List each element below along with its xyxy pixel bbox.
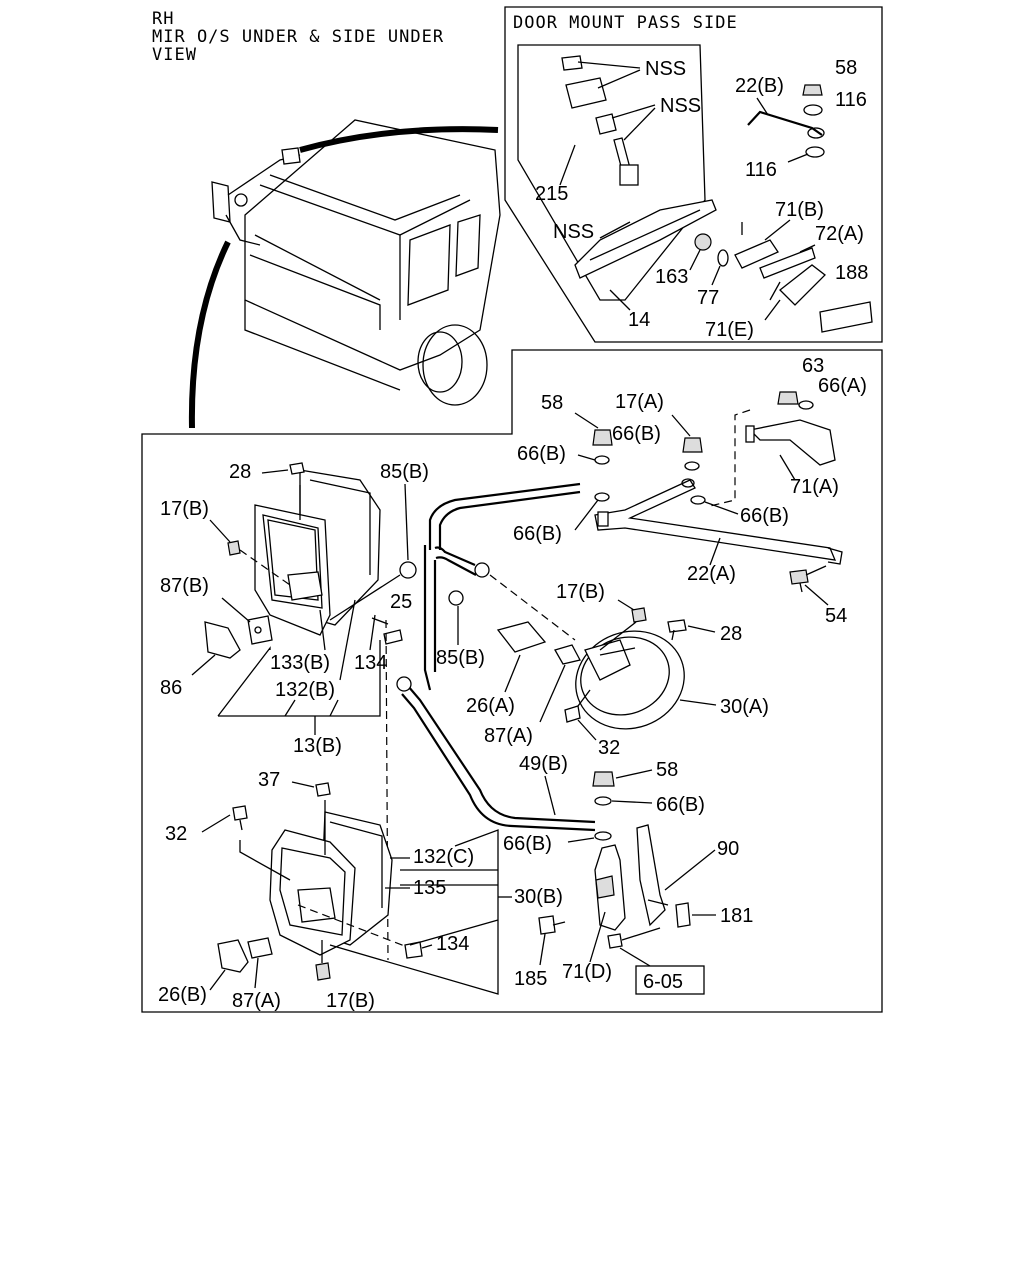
callout-nss-1: NSS [645,58,686,80]
round-mirror: 17(B) 28 30(A) 26(A) 87(A) 32 58 66(B) 6… [466,581,769,855]
callout-63: 63 [802,355,824,377]
callout-66b-3: 66(B) [513,523,562,545]
callout-nss-2: NSS [660,95,701,117]
callout-90: 90 [717,838,739,860]
callout-71d: 71(D) [562,961,612,983]
callout-135: 135 [413,877,446,899]
callout-58-c: 58 [656,759,678,781]
callout-133b: 133(B) [270,652,330,674]
callout-17b-b: 17(B) [556,581,605,603]
callout-14: 14 [628,309,650,331]
callout-28-a: 28 [229,461,251,483]
callout-86: 86 [160,677,182,699]
callout-58-b: 58 [541,392,563,414]
callout-17a: 17(A) [615,391,664,413]
door-mount-inset: DOOR MOUNT PASS SIDE NSS NSS NSS 215 14 … [504,6,883,343]
callout-49b: 49(B) [519,753,568,775]
callout-30b: 30(B) [514,886,563,908]
callout-25: 25 [390,591,412,613]
callout-22a: 22(A) [687,563,736,585]
callout-28-b: 28 [720,623,742,645]
mount-bracket: 90 181 185 71(D) 6-05 [514,824,753,995]
callout-134-a: 134 [354,652,387,674]
header-line-1: RH [152,9,174,29]
callout-132b: 132(B) [275,679,335,701]
callout-26b: 26(B) [158,984,207,1006]
mirror-stay-tubes: 85(B) 49(B) [396,482,596,832]
callout-71b: 71(B) [775,199,824,221]
callout-66b-6: 66(B) [503,833,552,855]
callout-87a-b: 87(A) [232,990,281,1012]
callout-26a: 26(A) [466,695,515,717]
callout-nss-3: NSS [553,221,594,243]
header-line-2: MIR O/S UNDER & SIDE UNDER [152,27,444,47]
callout-181: 181 [720,905,753,927]
callout-37: 37 [258,769,280,791]
main-assembly-box [141,349,883,1013]
callout-87b: 87(B) [160,575,209,597]
callout-87a-a: 87(A) [484,725,533,747]
truck-cab-illustration [188,119,501,429]
page-reference-box[interactable] [635,965,705,995]
diagram-header: RH MIR O/S UNDER & SIDE UNDER VIEW [152,9,444,65]
callout-188: 188 [835,262,868,284]
callout-132c: 132(C) [413,846,474,868]
page-reference[interactable]: 6-05 [643,971,683,993]
callout-72a: 72(A) [815,223,864,245]
callout-85b-a: 85(B) [380,461,429,483]
callout-77: 77 [697,287,719,309]
callout-71e: 71(E) [705,319,754,341]
callout-54: 54 [825,605,847,627]
callout-185: 185 [514,968,547,990]
callout-32-b: 32 [165,823,187,845]
callout-85b-b: 85(B) [436,647,485,669]
callout-116-a: 116 [835,89,867,111]
callout-17b-c: 17(B) [326,990,375,1012]
callout-66b-5: 66(B) [656,794,705,816]
callout-66b-2: 66(B) [612,423,661,445]
callout-66a: 66(A) [818,375,867,397]
callout-32-a: 32 [598,737,620,759]
lower-mirror-head: 37 32 134 132(C) 135 30(B) 26(B) 87(A) 1… [158,769,563,1012]
callout-30a: 30(A) [720,696,769,718]
callout-215: 215 [535,183,568,205]
inset-title: DOOR MOUNT PASS SIDE [513,13,738,33]
callout-66b-4: 66(B) [740,505,789,527]
callout-17b-a: 17(B) [160,498,209,520]
callout-66b-1: 66(B) [517,443,566,465]
arm-assembly: 63 66(A) 71(A) 58 17(A) 66(B) 66(B) 66(B… [513,355,867,627]
upper-mirror-head: 28 85(B) 17(B) 87(B) 86 25 133(B) 134 13… [160,461,429,961]
header-line-3: VIEW [152,45,197,65]
callout-134-b: 134 [436,933,469,955]
callout-116-b: 116 [745,159,777,181]
callout-22b: 22(B) [735,75,784,97]
callout-163: 163 [655,266,688,288]
callout-58-top: 58 [835,57,857,79]
callout-71a: 71(A) [790,476,839,498]
callout-13b: 13(B) [293,735,342,757]
